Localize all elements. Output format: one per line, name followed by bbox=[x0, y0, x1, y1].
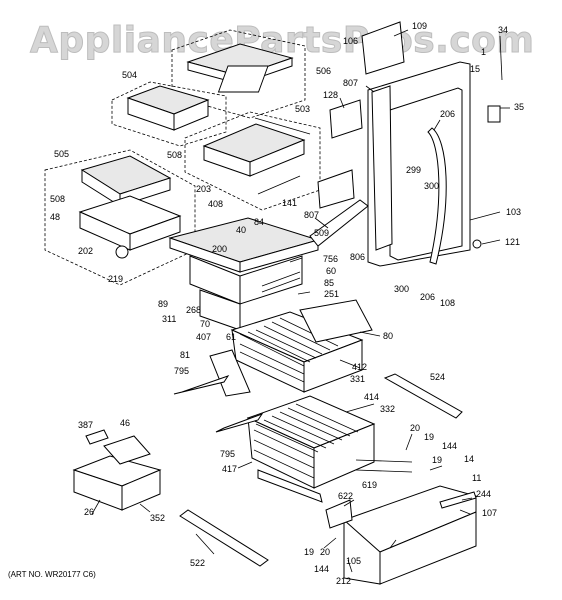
part-label: 268 bbox=[186, 305, 201, 315]
part-label: 251 bbox=[324, 289, 339, 299]
part-label: 417 bbox=[222, 464, 237, 474]
part-label: 352 bbox=[150, 513, 165, 523]
part-label: 505 bbox=[54, 149, 69, 159]
part-label: 105 bbox=[346, 556, 361, 566]
part-label: 200 bbox=[212, 244, 227, 254]
part-label: 522 bbox=[190, 558, 205, 568]
part-label: 20 bbox=[320, 547, 330, 557]
part-label: 503 bbox=[295, 104, 310, 114]
part-label: 19 bbox=[304, 547, 314, 557]
part-label: 107 bbox=[482, 508, 497, 518]
art-number: (ART NO. WR20177 C6) bbox=[8, 570, 96, 579]
part-label: 15 bbox=[470, 64, 480, 74]
part-label: 508 bbox=[167, 150, 182, 160]
part-label: 202 bbox=[78, 246, 93, 256]
part-label: 19 bbox=[432, 455, 442, 465]
part-label: 34 bbox=[498, 25, 508, 35]
middle-shelf-group bbox=[184, 111, 321, 211]
part-label: 80 bbox=[383, 331, 393, 341]
part-label: 19 bbox=[424, 432, 434, 442]
part-label: 206 bbox=[440, 109, 455, 119]
part-label: 408 bbox=[208, 199, 223, 209]
part-label: 331 bbox=[350, 374, 365, 384]
part-label: 756 bbox=[323, 254, 338, 264]
part-label: 89 bbox=[158, 299, 168, 309]
leader-lines bbox=[91, 29, 510, 573]
part-label: 509 bbox=[314, 228, 329, 238]
rails bbox=[173, 373, 463, 567]
part-label: 795 bbox=[220, 449, 235, 459]
part-label: 1 bbox=[481, 47, 486, 57]
part-label: 61 bbox=[226, 332, 236, 342]
ice-bin bbox=[72, 429, 162, 511]
upper-basket bbox=[209, 299, 373, 397]
watermark-text: AppliancePartsPros.com bbox=[30, 20, 534, 61]
part-label: 203 bbox=[196, 184, 211, 194]
part-label: 108 bbox=[440, 298, 455, 308]
part-label: 144 bbox=[442, 441, 457, 451]
part-label: 219 bbox=[108, 274, 123, 284]
part-label: 212 bbox=[336, 576, 351, 586]
part-label: 807 bbox=[304, 210, 319, 220]
part-label: 506 bbox=[316, 66, 331, 76]
part-label: 121 bbox=[505, 237, 520, 247]
part-label: 35 bbox=[514, 102, 524, 112]
part-label: 508 bbox=[50, 194, 65, 204]
part-label: 795 bbox=[174, 366, 189, 376]
part-label: 81 bbox=[180, 350, 190, 360]
part-label: 85 bbox=[324, 278, 334, 288]
part-label: 206 bbox=[420, 292, 435, 302]
part-label: 524 bbox=[430, 372, 445, 382]
part-label: 128 bbox=[323, 90, 338, 100]
lower-basket bbox=[246, 395, 376, 503]
part-label: 60 bbox=[326, 266, 336, 276]
part-label: 244 bbox=[476, 489, 491, 499]
part-label: 622 bbox=[338, 491, 353, 501]
part-label: 109 bbox=[412, 21, 427, 31]
part-label: 504 bbox=[122, 70, 137, 80]
part-label: 103 bbox=[506, 207, 521, 217]
part-label: 70 bbox=[200, 319, 210, 329]
part-label: 299 bbox=[406, 165, 421, 175]
part-label: 807 bbox=[343, 78, 358, 88]
part-label: 106 bbox=[343, 36, 358, 46]
part-label: 84 bbox=[254, 217, 264, 227]
part-label: 141 bbox=[282, 198, 297, 208]
top-shelf-group bbox=[171, 29, 306, 119]
part-label: 11 bbox=[472, 473, 481, 483]
part-label: 40 bbox=[236, 225, 246, 235]
fresh-food-door bbox=[309, 21, 501, 267]
part-label: 414 bbox=[364, 392, 379, 402]
part-label: 412 bbox=[352, 362, 367, 372]
part-label: 46 bbox=[120, 418, 130, 428]
left-shelf-group bbox=[44, 149, 196, 286]
part-label: 300 bbox=[424, 181, 439, 191]
part-label: 26 bbox=[84, 507, 94, 517]
part-label: 20 bbox=[410, 423, 420, 433]
part-label: 619 bbox=[362, 480, 377, 490]
part-labels: 109 34 106 1 15 807 35 128 206 504 506 5… bbox=[8, 21, 524, 586]
part-label: 48 bbox=[50, 212, 60, 222]
part-label: 300 bbox=[394, 284, 409, 294]
part-label: 407 bbox=[196, 332, 211, 342]
part-label: 14 bbox=[464, 454, 474, 464]
part-label: 311 bbox=[162, 314, 176, 324]
freezer-door bbox=[325, 459, 477, 585]
upper-left-shelf-group bbox=[111, 81, 227, 147]
part-label: 144 bbox=[314, 564, 329, 574]
part-label: 332 bbox=[380, 404, 395, 414]
part-label: 806 bbox=[350, 252, 365, 262]
part-label: 387 bbox=[78, 420, 93, 430]
